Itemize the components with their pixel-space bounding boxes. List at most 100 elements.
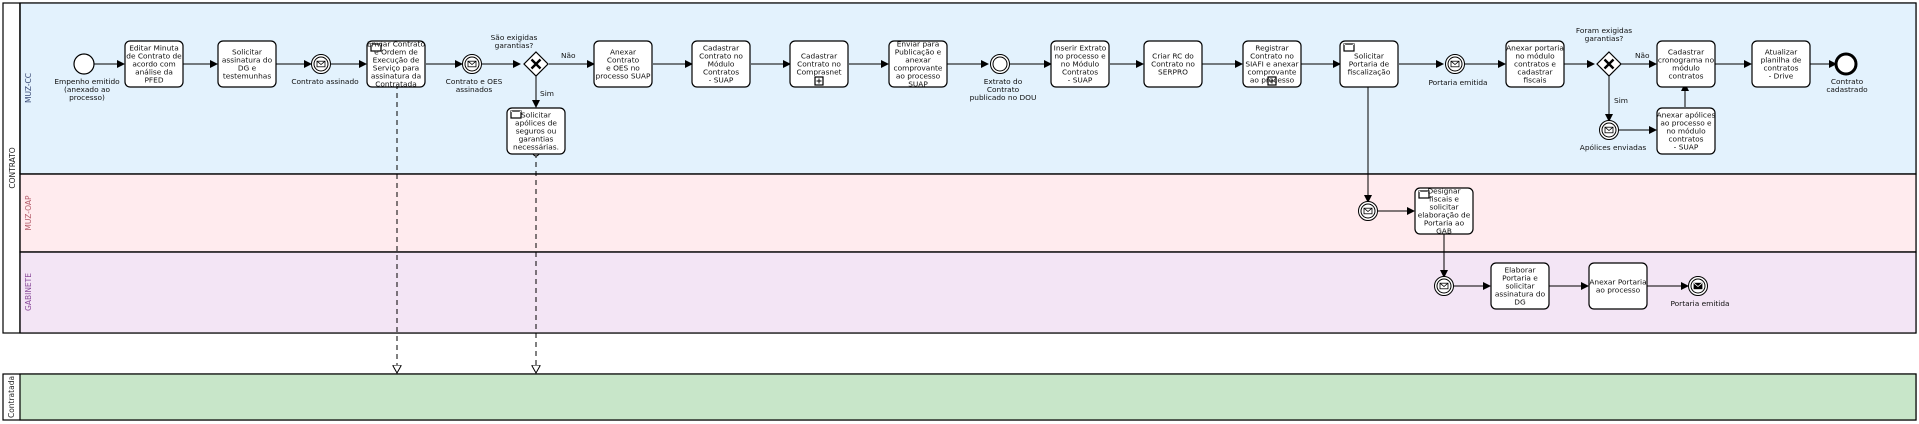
- task-box: [1751, 40, 1811, 88]
- text-line: Portaria emitida: [1428, 78, 1487, 87]
- task-box: [593, 40, 653, 88]
- text-line: Portaria de: [1349, 60, 1390, 69]
- envelope-icon: [1450, 60, 1460, 68]
- text-line: PFED: [144, 76, 163, 85]
- envelope-icon: [1418, 190, 1430, 199]
- text-line: Contrato no: [1250, 52, 1294, 61]
- text-line: ao processo: [896, 72, 941, 81]
- event-contrato-assinado[interactable]: [311, 54, 331, 74]
- lane-title-gabinete: GABINETE: [24, 273, 33, 311]
- text-line: fiscalização: [1348, 68, 1391, 77]
- text-line: comprovante: [894, 64, 943, 73]
- text-line: Anexar Portaria: [1589, 278, 1646, 287]
- envelope-icon: [510, 110, 522, 119]
- gateway-foram-garantias[interactable]: [1596, 51, 1622, 77]
- text-line: Módulo: [708, 60, 735, 69]
- text-line: Contrato assinado: [291, 77, 359, 86]
- text-line: Solicitar: [1354, 52, 1385, 61]
- text-line: análise da: [135, 68, 173, 77]
- text-line: Empenho emitido: [54, 77, 120, 86]
- text-line: contratos: [1668, 135, 1703, 144]
- event-contrato-oes[interactable]: [462, 54, 482, 74]
- pool-contratada: Contratada: [2, 373, 1917, 421]
- lane-muz-oap: MUZ-OAP: [19, 173, 1917, 253]
- task-box: [1656, 107, 1716, 155]
- text-line: garantias: [519, 135, 554, 144]
- text-line: Cadastrar: [1668, 48, 1705, 57]
- text-line: Anexar apólices: [1657, 111, 1716, 120]
- x-icon: [1603, 58, 1615, 70]
- lane-contratada-bg: [19, 373, 1917, 421]
- task-box: [217, 40, 277, 88]
- text-line: cadastrar: [1517, 68, 1553, 77]
- task-box: [124, 40, 184, 88]
- text-line: Contrato no: [699, 52, 743, 61]
- text-line: Contrato: [1831, 77, 1864, 86]
- text-line: (anexado ao: [64, 85, 111, 94]
- text-line: SIAFI e anexar: [1245, 60, 1299, 69]
- text-line: solicitar: [1429, 203, 1459, 212]
- event-portaria-emitida-gab[interactable]: [1688, 276, 1708, 296]
- end-event[interactable]: [1834, 52, 1858, 76]
- text-line: DG e: [238, 64, 257, 73]
- start-event[interactable]: [73, 53, 95, 75]
- event-apolices-enviadas[interactable]: [1599, 120, 1619, 140]
- envelope-icon: [1363, 207, 1373, 215]
- text-line: contratos e: [1514, 60, 1556, 69]
- task-box: [789, 40, 849, 88]
- text-line: Foram exigidas: [1576, 26, 1632, 35]
- gateway-garantias[interactable]: [523, 51, 549, 77]
- text-line: Editar Minuta: [129, 44, 178, 53]
- event-gab-message[interactable]: [1434, 276, 1454, 296]
- text-line: acordo com: [132, 60, 175, 69]
- event-oap-message[interactable]: [1358, 201, 1378, 221]
- text-line: Portaria emitida: [1670, 299, 1729, 308]
- text-line: GAB: [1436, 227, 1452, 236]
- text-line: garantias?: [495, 41, 534, 50]
- text-line: no Módulo: [1061, 60, 1100, 69]
- text-line: Anexar: [610, 48, 637, 57]
- text-line: contratos: [1763, 64, 1798, 73]
- text-line: Extrato do: [984, 77, 1023, 86]
- event-portaria-emitida-cc[interactable]: [1445, 54, 1465, 74]
- text-line: e OES no: [606, 64, 640, 73]
- task-box: [1050, 40, 1110, 88]
- text-line: Designar: [1427, 187, 1461, 196]
- text-line: Contratada: [375, 80, 416, 89]
- text-line: - SUAP: [709, 76, 734, 85]
- text-line: fiscais e: [1429, 195, 1459, 204]
- text-line: no módulo: [1666, 127, 1706, 136]
- text-line: Portaria e: [1502, 274, 1538, 283]
- text-line: assinados: [456, 85, 493, 94]
- task-box: [1490, 262, 1550, 310]
- event-extrato-publicado[interactable]: [990, 54, 1010, 74]
